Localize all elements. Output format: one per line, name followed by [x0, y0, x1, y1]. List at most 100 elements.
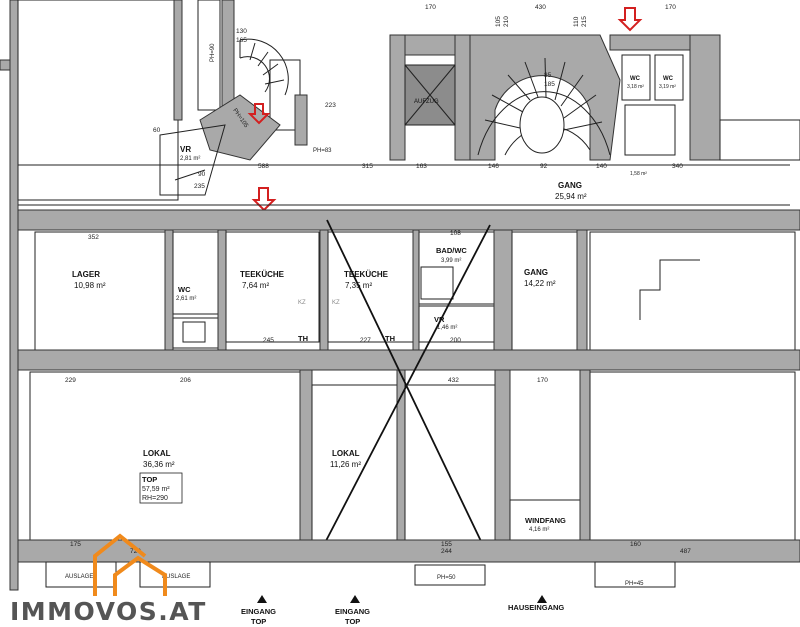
wc-top1: [621, 54, 651, 101]
vestibule-top: [624, 104, 676, 156]
svg-text:245: 245: [263, 337, 274, 344]
wall-windfang-left: [494, 369, 511, 561]
wall-wc: [164, 229, 174, 351]
wall-gang-right: [576, 229, 588, 371]
vr-small-name: VR: [434, 315, 445, 324]
lokal2-name: LOKAL: [332, 449, 360, 458]
svg-text:165: 165: [236, 37, 247, 44]
lokal3-room: [404, 384, 496, 541]
shower-tray: [420, 266, 454, 300]
svg-text:229: 229: [65, 377, 76, 384]
stair-main: [469, 34, 621, 161]
svg-text:588: 588: [258, 163, 269, 170]
wall-ph83: [294, 94, 308, 146]
arrow-marker-icon: [251, 187, 277, 212]
wall-west: [9, 0, 19, 591]
ph45-label: PH=45: [625, 581, 644, 587]
kz-label-2: KZ: [332, 300, 340, 306]
upper-right-space: [719, 119, 800, 161]
upper-left-room: [17, 0, 179, 201]
logo-house-icon: [93, 533, 167, 596]
windfang-area: 4,16 m²: [529, 527, 549, 533]
gang-mid-room: [511, 231, 578, 365]
svg-text:85: 85: [544, 72, 552, 79]
aufzug-label: AUFZUG: [414, 99, 439, 105]
wc-top1-name: WC: [630, 76, 641, 82]
wall-lokal2-right: [396, 369, 406, 561]
svg-text:235: 235: [194, 183, 205, 190]
svg-text:210: 210: [503, 16, 510, 27]
ph50-label: PH=50: [437, 575, 456, 581]
auslage2-label: AUSLAGE: [162, 574, 190, 580]
svg-text:315: 315: [362, 163, 373, 170]
teekueche1-room: [225, 231, 320, 343]
svg-text:170: 170: [665, 4, 676, 11]
lokal2-area: 11,26 m²: [330, 460, 361, 469]
wall-gang-left: [493, 229, 513, 371]
gang-top-name: GANG: [558, 181, 582, 190]
brand-logo: IMMOVOS.AT: [10, 597, 207, 626]
lager-name: LAGER: [72, 270, 100, 279]
wall-teekueche2-left: [319, 229, 329, 351]
entrance2-line2: TOP: [345, 617, 360, 626]
windfang-name: WINDFANG: [525, 516, 566, 525]
svg-text:215: 215: [581, 16, 588, 27]
entrance-marker-icon: [350, 595, 360, 603]
svg-text:227: 227: [360, 337, 371, 344]
entrance1-line1: EINGANG: [241, 607, 276, 616]
entrance-marker-icon: [257, 595, 267, 603]
wall-teekueche1-left: [217, 229, 227, 351]
wc-left-area: 2,61 m²: [176, 296, 196, 302]
lokal1-name: LOKAL: [143, 449, 171, 458]
small-area-label: 1,58 m²: [630, 171, 647, 177]
svg-text:170: 170: [425, 4, 436, 11]
gang-mid-name: GANG: [524, 268, 548, 277]
svg-text:90: 90: [198, 171, 206, 178]
wc-top1-area: 3,18 m²: [627, 84, 644, 90]
entrance2-line1: EINGANG: [335, 607, 370, 616]
cross-line-1: [326, 219, 491, 561]
wall-aufzug-left: [389, 34, 406, 161]
svg-text:487: 487: [680, 548, 691, 555]
gang-mid-area: 14,22 m²: [524, 279, 556, 288]
hauseingang-label: HAUSEINGANG: [508, 603, 564, 612]
ph50-box: [414, 564, 486, 586]
ph90-shaft: [197, 0, 221, 111]
top-area: 57,59 m²: [142, 486, 170, 493]
bad-wc-area: 3,99 m²: [441, 258, 461, 264]
wall-aufzug-right: [454, 34, 471, 161]
svg-text:185: 185: [544, 81, 555, 88]
wall-right-top: [689, 34, 721, 161]
auslage2-box: [139, 561, 211, 588]
vr-top-area: 2,81 m²: [180, 156, 200, 162]
entrance1-line2: TOP: [251, 617, 266, 626]
svg-text:105: 105: [495, 16, 502, 27]
arrow-marker-icon: [247, 103, 271, 125]
top-rh: RH=290: [142, 495, 168, 502]
svg-text:110: 110: [573, 16, 580, 27]
vr-top-room: [159, 124, 226, 196]
ph90-label: PH=90: [210, 43, 216, 62]
svg-text:155: 155: [441, 541, 452, 548]
svg-text:244: 244: [441, 548, 452, 555]
svg-text:223: 223: [325, 102, 336, 109]
wall-bad-left: [412, 229, 420, 351]
ph83-label: PH=83: [313, 148, 332, 154]
ph45-box: [594, 561, 676, 588]
entrance-marker-icon: [537, 595, 547, 603]
vr-top-name: VR: [180, 145, 191, 154]
top-info-box: [139, 472, 183, 504]
wall-ph90: [173, 0, 183, 121]
svg-text:175: 175: [70, 541, 81, 548]
svg-text:140: 140: [596, 163, 607, 170]
right-bottom-room: [589, 371, 796, 541]
right-room-outline: [639, 259, 700, 320]
svg-text:432: 432: [448, 377, 459, 384]
svg-text:130: 130: [236, 28, 247, 35]
arrow-marker-icon: [617, 7, 643, 32]
th-label-1: TH: [298, 334, 308, 343]
wc-top2-name: WC: [663, 76, 674, 82]
svg-text:430: 430: [535, 4, 546, 11]
svg-text:340: 340: [672, 163, 683, 170]
